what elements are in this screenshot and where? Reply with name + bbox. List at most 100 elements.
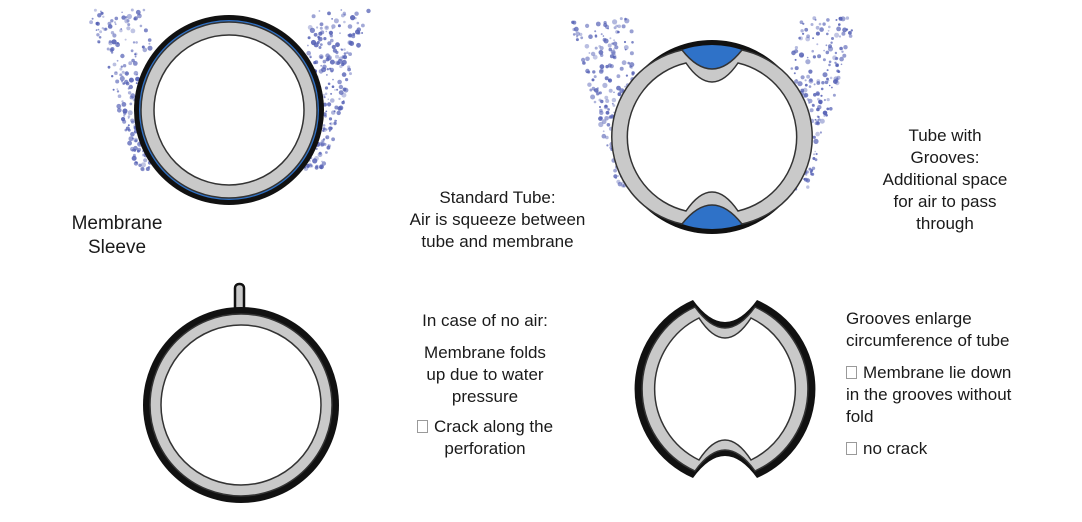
water-droplet [313, 61, 317, 65]
grooves-enlarge-line2: circumference of tube [846, 331, 1010, 350]
water-droplet [826, 18, 830, 22]
water-droplet [619, 66, 624, 71]
water-droplet [587, 70, 591, 74]
water-droplet [343, 87, 349, 93]
tube-grooves-line3: Additional space [882, 170, 1008, 189]
water-droplet [134, 55, 137, 58]
grooved-tube-diagram [611, 40, 813, 234]
water-droplet [594, 46, 598, 50]
water-droplet [318, 151, 322, 155]
water-droplet [822, 58, 826, 62]
water-droplet [808, 85, 812, 88]
water-droplet [805, 173, 808, 176]
water-droplet [147, 38, 152, 42]
water-droplet [133, 17, 137, 21]
checkbox-square-icon [416, 420, 428, 433]
water-droplet [573, 26, 579, 32]
water-droplet [115, 42, 120, 48]
water-droplet [326, 68, 329, 71]
water-droplet [324, 86, 329, 90]
water-droplet [343, 20, 346, 24]
water-droplet [314, 165, 319, 170]
water-droplet [599, 64, 605, 70]
membrane-lie-line3: fold [846, 407, 874, 426]
water-droplet [347, 40, 353, 45]
grooves-tube-inner [653, 317, 797, 461]
water-droplet [575, 31, 580, 37]
water-droplet [141, 153, 145, 157]
water-droplet [137, 13, 142, 19]
water-droplet [319, 22, 324, 27]
water-droplet [343, 52, 347, 55]
water-droplet [598, 91, 602, 95]
water-droplet [828, 84, 831, 87]
water-droplet [612, 104, 616, 107]
water-droplet [828, 63, 831, 67]
water-droplet [819, 118, 825, 124]
water-droplet [337, 79, 342, 85]
water-droplet [333, 18, 339, 24]
water-droplet [111, 75, 114, 78]
water-droplet [602, 82, 608, 88]
no-air-crack-line1-text: Crack along the [433, 417, 554, 436]
water-droplet [330, 92, 333, 95]
water-droplet [609, 37, 612, 40]
water-droplet [607, 63, 612, 68]
tube-grooves-line4: for air to pass [893, 192, 997, 211]
water-droplet [842, 27, 847, 33]
water-droplet [804, 83, 808, 87]
water-droplet [338, 84, 344, 90]
water-droplet [328, 130, 331, 132]
water-droplet [797, 81, 803, 87]
water-droplet [356, 42, 361, 48]
water-droplet [130, 49, 134, 53]
water-droplet [321, 139, 325, 143]
water-droplet [822, 72, 828, 78]
water-droplet [331, 24, 336, 29]
water-droplet [348, 33, 353, 38]
water-droplet [814, 150, 816, 153]
water-droplet [341, 100, 345, 105]
water-droplet [625, 74, 629, 77]
water-droplet [326, 74, 328, 76]
water-droplet [842, 53, 847, 58]
water-droplet [117, 108, 122, 113]
water-droplet [813, 153, 816, 156]
water-droplet [593, 100, 597, 104]
water-droplet [604, 95, 609, 100]
water-droplet [131, 155, 137, 161]
water-droplet [594, 30, 597, 33]
membrane-lie-label: Membrane lie down in the grooves without… [846, 362, 1071, 428]
checkbox-square-icon [846, 366, 857, 379]
water-droplet [585, 56, 590, 62]
water-droplet [828, 25, 831, 29]
water-droplet [804, 177, 808, 182]
water-droplet [128, 77, 134, 83]
water-droplet [95, 21, 99, 26]
water-droplet [340, 48, 344, 51]
water-droplet [838, 23, 841, 26]
water-droplet [331, 18, 333, 20]
water-droplet [823, 49, 825, 52]
water-droplet [811, 103, 815, 107]
no-air-tube-diagram [143, 282, 339, 503]
water-droplet [591, 86, 596, 91]
water-droplet [307, 25, 313, 30]
water-droplet [595, 92, 600, 96]
grooves-enlarge-label: Grooves enlarge circumference of tube [846, 308, 1066, 352]
water-droplet [336, 61, 341, 65]
water-droplet [794, 46, 799, 50]
water-droplet [817, 97, 820, 101]
water-droplet [612, 19, 618, 25]
water-droplet [819, 27, 824, 32]
water-droplet [794, 58, 797, 61]
water-droplet [336, 88, 339, 91]
water-droplet [825, 44, 828, 47]
water-droplet [124, 71, 129, 76]
water-droplet [829, 76, 833, 80]
water-droplet [143, 28, 148, 33]
water-droplet [356, 27, 361, 32]
water-droplet [131, 120, 135, 124]
membrane-lie-line2: in the grooves without [846, 385, 1012, 404]
water-droplet [110, 31, 115, 35]
